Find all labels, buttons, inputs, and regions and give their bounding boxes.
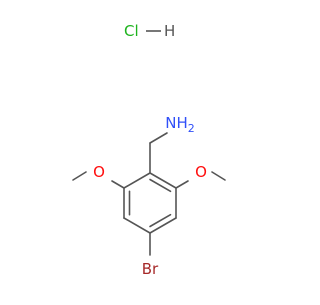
bond-ch2-n <box>149 132 168 144</box>
bromine-atom-label: Br <box>142 260 159 278</box>
chlorine-atom-label: Cl <box>124 22 139 40</box>
ring-bond-c6-c1 <box>123 172 151 189</box>
molecule-structure: Cl H <box>72 22 226 278</box>
ring-bond-c1-c2 <box>149 172 177 189</box>
structure-canvas: Cl H <box>72 22 226 278</box>
hydrogen-atom-label: H <box>164 22 175 40</box>
bonds <box>72 132 226 256</box>
ring-double-bond-inner-1 <box>149 178 172 193</box>
bond-o-right-methyl <box>211 171 226 181</box>
ring-bond-c3-c4 <box>149 217 177 234</box>
bond-o-left-methyl <box>72 171 87 181</box>
right-methoxy-oxygen-label: O <box>195 163 207 181</box>
ring-bond-c4-c5 <box>123 217 151 234</box>
ring-double-bond-inner-2 <box>149 213 172 228</box>
hydrochloride-salt: Cl H <box>124 22 175 40</box>
bond-c6-o-left <box>111 180 125 189</box>
left-methoxy-oxygen-label: O <box>93 163 105 181</box>
amine-atom-label: NH2 <box>165 114 195 135</box>
bond-c2-o-right <box>175 180 189 189</box>
